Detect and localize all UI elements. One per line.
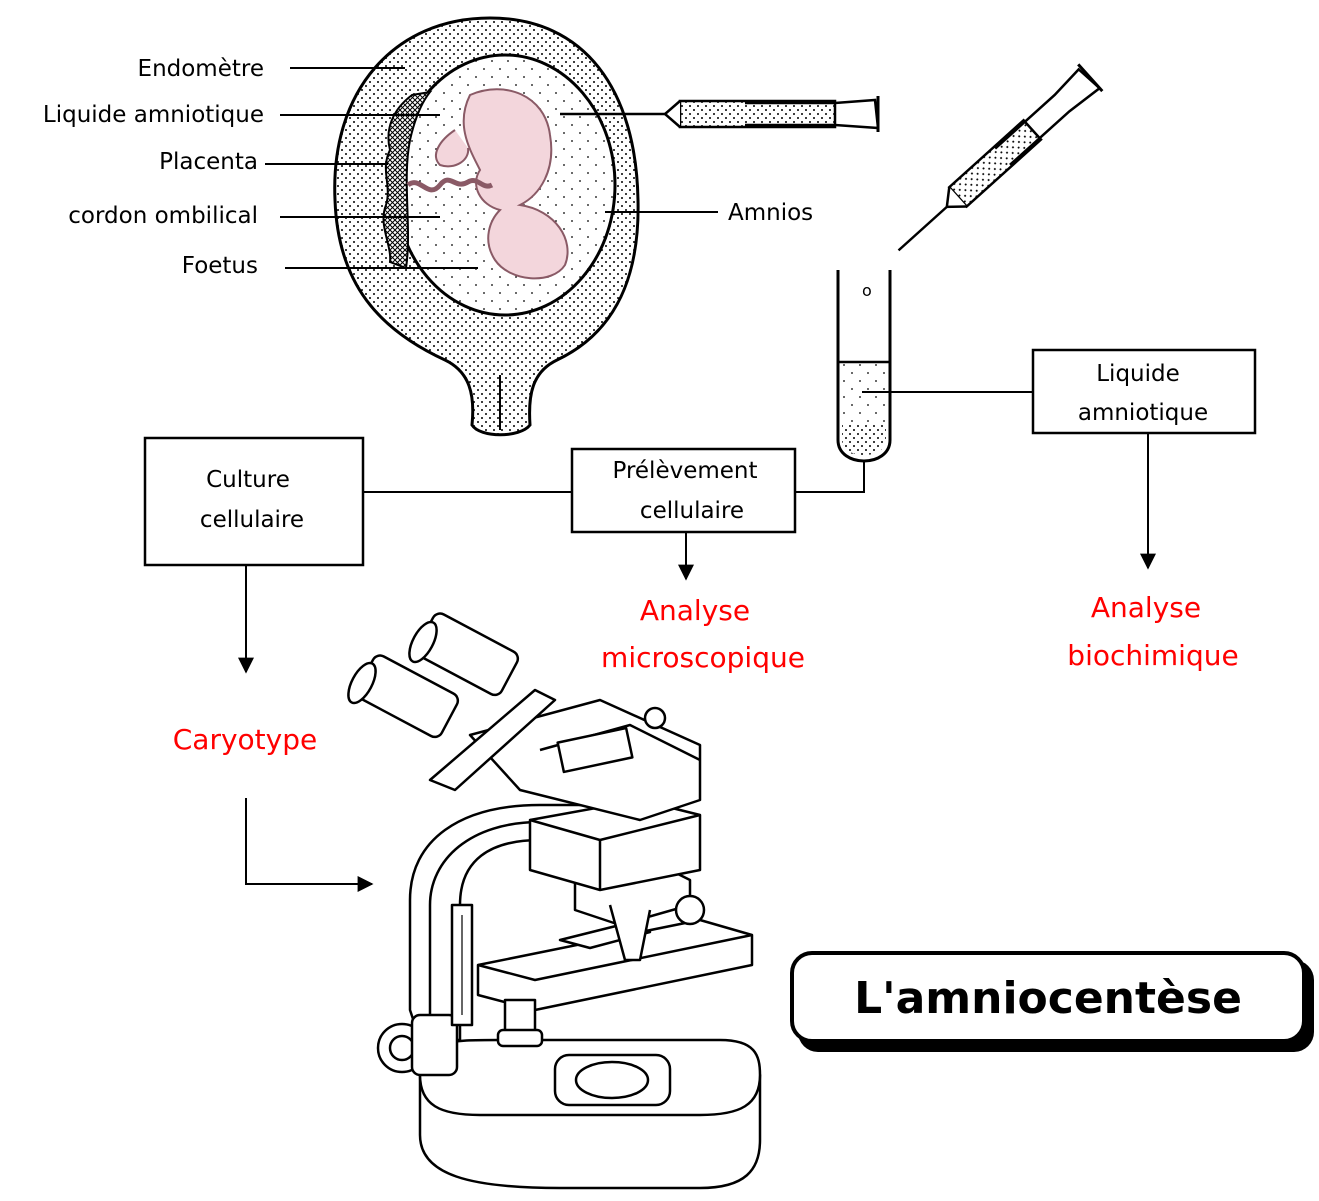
label-amnios: Amnios	[728, 200, 813, 226]
svg-text:Culture: Culture	[206, 467, 290, 493]
svg-text:Analyse: Analyse	[1091, 591, 1201, 624]
outcome-caryotype: Caryotype	[173, 723, 317, 756]
svg-text:Prélèvement: Prélèvement	[612, 458, 757, 484]
label-placenta: Placenta	[159, 149, 258, 175]
svg-text:cellulaire: cellulaire	[640, 498, 744, 524]
box-culture-cellulaire: Culture cellulaire	[145, 438, 363, 565]
page-title: L'amniocentèse	[854, 973, 1242, 1024]
label-liquide-amniotique: Liquide amniotique	[43, 102, 264, 128]
svg-text:Liquide: Liquide	[1096, 361, 1180, 387]
pipette: o	[862, 64, 1102, 300]
outcome-analyse-biochimique: Analyse biochimique	[1067, 591, 1238, 672]
svg-text:amniotique: amniotique	[1078, 400, 1208, 426]
svg-text:Analyse: Analyse	[640, 594, 750, 627]
box-prelevement-cellulaire: Prélèvement cellulaire	[572, 449, 795, 532]
svg-text:biochimique: biochimique	[1067, 639, 1238, 672]
outcome-analyse-microscopique: Analyse microscopique	[601, 594, 805, 674]
svg-text:microscopique: microscopique	[601, 641, 805, 674]
svg-text:o: o	[862, 281, 872, 300]
label-cordon-ombilical: cordon ombilical	[68, 203, 258, 229]
box-liquide-amniotique: Liquide amniotique	[1033, 350, 1255, 433]
label-endometre: Endomètre	[138, 56, 264, 82]
svg-text:cellulaire: cellulaire	[200, 507, 304, 533]
label-foetus: Foetus	[182, 253, 258, 279]
title-badge: L'amniocentèse	[792, 953, 1314, 1052]
microscope-illustration	[343, 611, 760, 1188]
uterus-illustration	[335, 18, 878, 435]
